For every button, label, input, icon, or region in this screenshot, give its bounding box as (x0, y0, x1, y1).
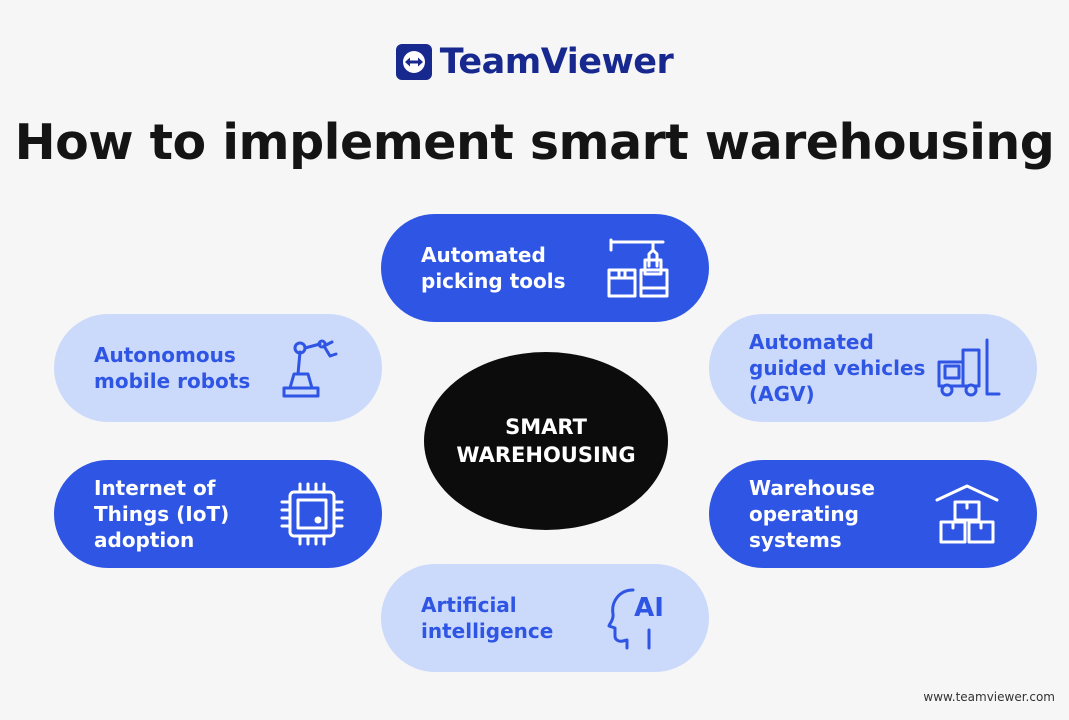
robot-arm-icon (282, 339, 338, 398)
logo-text: TeamViewer (439, 42, 674, 82)
center-label: SMART WAREHOUSING (456, 415, 636, 467)
teamviewer-logo: TeamViewer (0, 42, 1069, 82)
node-label: Automated guided vehicles (AGV) (749, 330, 926, 406)
footer-url: www.teamviewer.com (923, 690, 1055, 704)
page-title: How to implement smart warehousing (14, 114, 1055, 171)
node-autonomous-mobile-robots: Autonomous mobile robots (54, 314, 382, 422)
center-node-smart-warehousing: SMART WAREHOUSING (424, 352, 668, 530)
node-automated-guided-vehicles: Automated guided vehicles (AGV) (709, 314, 1037, 422)
node-label: Internet of Things (IoT) adoption (94, 476, 230, 552)
node-label: Autonomous mobile robots (94, 343, 251, 393)
chip-icon (280, 482, 344, 546)
node-label: Warehouse operating systems (749, 476, 875, 552)
node-internet-of-things: Internet of Things (IoT) adoption (54, 460, 382, 568)
teamviewer-logo-icon (395, 44, 432, 80)
warehouse-icon (935, 484, 999, 544)
node-label: Automated picking tools (421, 243, 566, 293)
node-artificial-intelligence: Artificial intelligence AI (381, 564, 709, 672)
ai-head-icon: AI (607, 588, 664, 650)
node-warehouse-operating-systems: Warehouse operating systems (709, 460, 1037, 568)
picking-arm-icon (607, 238, 669, 298)
ai-icon-text: AI (634, 593, 664, 623)
node-automated-picking-tools: Automated picking tools (381, 214, 709, 322)
node-label: Artificial intelligence (421, 593, 554, 643)
forklift-icon (937, 338, 1001, 397)
